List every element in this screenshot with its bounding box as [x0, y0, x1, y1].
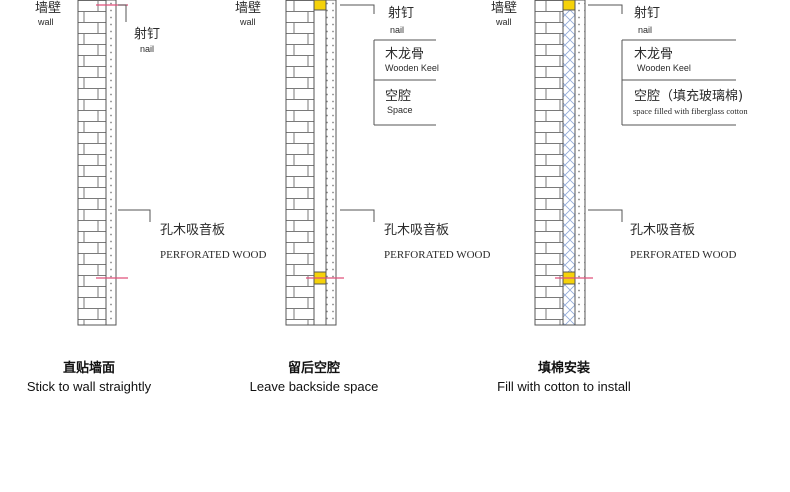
- cavity-label-zh: 空腔: [385, 89, 411, 104]
- cavity-label-zh: 空腔（填充玻璃棉): [634, 88, 743, 104]
- panel-label-en: PERFORATED WOOD: [630, 249, 737, 261]
- wall-label-zh: 墙壁: [35, 1, 61, 16]
- perforated-panel: [105, 0, 117, 326]
- keel-label-zh: 木龙骨: [634, 47, 673, 62]
- nail-label-zh: 射钉: [634, 5, 660, 21]
- wall-label-zh: 墙壁: [491, 1, 517, 16]
- cavity-label-en: Space: [387, 105, 413, 115]
- wall-label-zh: 墙壁: [235, 1, 261, 16]
- panel-label-zh: 孔木吸音板: [630, 222, 695, 238]
- caption-zh: 直贴墙面: [63, 360, 115, 376]
- caption-en: Leave backside space: [250, 379, 379, 394]
- panel-label-en: PERFORATED WOOD: [160, 249, 267, 261]
- leader-line-nail: [588, 4, 623, 14]
- wooden-keel: [313, 0, 327, 11]
- wall-label-en: wall: [37, 17, 54, 27]
- brick-wall: [77, 0, 107, 326]
- nail-label-zh: 射钉: [134, 26, 160, 42]
- leader-line-panel: [340, 209, 375, 222]
- panel-stick-to-wall: 墙壁 wall 射钉 nail 孔木吸音板 PERFORATED WOOD 直贴…: [27, 0, 267, 394]
- nail-label-zh: 射钉: [388, 5, 414, 21]
- panel-leave-space: 墙壁 wall 射钉 nail 木龙骨 Wooden Keel 空腔 Space…: [235, 0, 491, 394]
- nail-label-en: nail: [390, 25, 404, 35]
- keel-label-zh: 木龙骨: [385, 47, 424, 62]
- caption-en: Stick to wall straightly: [27, 379, 152, 394]
- wall-label-en: wall: [239, 17, 256, 27]
- panel-label-zh: 孔木吸音板: [384, 222, 449, 238]
- leader-line-nail: [340, 4, 375, 14]
- wooden-keel: [562, 0, 576, 11]
- perforated-panel: [325, 0, 337, 326]
- panel-label-zh: 孔木吸音板: [160, 222, 225, 238]
- nail-label-en: nail: [638, 25, 652, 35]
- caption-en: Fill with cotton to install: [497, 379, 631, 394]
- leader-line-panel: [588, 209, 623, 222]
- panel-label-en: PERFORATED WOOD: [384, 249, 491, 261]
- perforated-panel: [574, 0, 586, 326]
- wall-label-en: wall: [495, 17, 512, 27]
- panel-fill-cotton: 墙壁 wall 射钉 nail 木龙骨 Wooden Keel 空腔（填充玻璃棉…: [491, 0, 748, 394]
- leader-line-nail: [118, 4, 127, 22]
- nail-label-en: nail: [140, 44, 154, 54]
- caption-zh: 留后空腔: [288, 360, 340, 376]
- caption-zh: 填棉安装: [538, 360, 590, 376]
- keel-label-en: Wooden Keel: [385, 63, 439, 73]
- brick-wall: [534, 0, 564, 326]
- leader-line-panel: [118, 209, 151, 222]
- keel-label-en: Wooden Keel: [637, 63, 691, 73]
- cavity-label-en: space filled with fiberglass cotton: [633, 106, 748, 116]
- brick-wall: [285, 0, 315, 326]
